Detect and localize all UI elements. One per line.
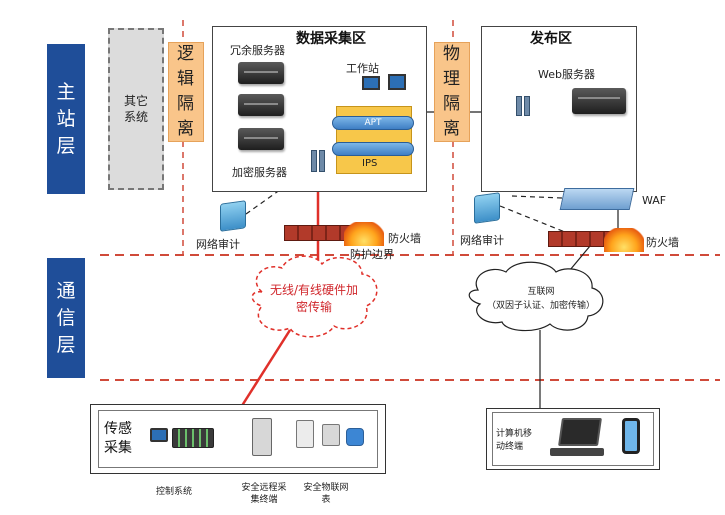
protection-boundary-label: 防护边界 bbox=[350, 248, 394, 261]
control-system-plc-icon bbox=[172, 428, 214, 448]
iot-meter-icon-2 bbox=[322, 424, 340, 446]
secure-iot-meter-label: 安全物联网表 bbox=[303, 483, 349, 505]
workstation-monitor-icon-2 bbox=[388, 74, 406, 90]
redundant-server-3 bbox=[238, 128, 284, 150]
control-system-label: 控制系统 bbox=[156, 487, 193, 497]
physical-isolation-device-icon-2 bbox=[524, 96, 530, 116]
internet-note-label: （双因子认证、加密传输） bbox=[486, 301, 595, 311]
secure-remote-terminal-icon bbox=[252, 418, 272, 456]
network-audit-label-right: 网络审计 bbox=[460, 234, 504, 247]
internet-label: 互联网 bbox=[527, 287, 555, 297]
logical-isolation-box: 逻辑隔离 bbox=[168, 42, 204, 142]
firewall-flame-right bbox=[604, 228, 644, 252]
firewall-label-left: 防火墙 bbox=[388, 232, 421, 245]
wired-wireless-transmission-label: 无线/有线硬件加密传输 bbox=[269, 283, 359, 314]
encryption-server-icon bbox=[311, 150, 317, 172]
workstation-label: 工作站 bbox=[346, 62, 379, 75]
control-system-monitor-icon bbox=[150, 428, 168, 442]
redundant-server-label: 冗余服务器 bbox=[230, 44, 285, 57]
internet-cloud bbox=[468, 261, 604, 332]
other-systems-box: 其它系统 bbox=[108, 28, 164, 190]
encryption-server-icon-2 bbox=[319, 150, 325, 172]
encryption-server-label: 加密服务器 bbox=[232, 166, 287, 179]
apt-device: APT bbox=[332, 116, 414, 130]
communication-layer-label: 通信层 bbox=[47, 258, 85, 378]
mobile-phone-icon bbox=[622, 418, 640, 454]
ips-label: IPS bbox=[362, 158, 378, 169]
network-audit-label-left: 网络审计 bbox=[196, 238, 240, 251]
ips-device bbox=[332, 142, 414, 156]
laptop-icon bbox=[558, 418, 602, 446]
network-audit-icon-right bbox=[474, 192, 500, 224]
physical-isolation-box: 物理隔离 bbox=[434, 42, 470, 142]
physical-isolation-device-icon bbox=[516, 96, 522, 116]
workstation-monitor-icon bbox=[362, 76, 380, 90]
waf-device-icon bbox=[559, 188, 635, 210]
data-collection-zone-title: 数据采集区 bbox=[296, 31, 366, 47]
web-server-label: Web服务器 bbox=[538, 68, 595, 81]
iot-meter-icon-1 bbox=[296, 420, 314, 448]
waf-label: WAF bbox=[642, 194, 667, 207]
redundant-server-2 bbox=[238, 94, 284, 116]
network-audit-icon-left bbox=[220, 200, 246, 232]
wired-wireless-cloud bbox=[251, 255, 378, 338]
iot-meter-icon-3 bbox=[346, 428, 364, 446]
encrypted-link-lower bbox=[236, 329, 292, 413]
firewall-label-right: 防火墙 bbox=[646, 236, 679, 249]
redundant-server-1 bbox=[238, 62, 284, 84]
sensing-collection-label: 传感采集 bbox=[104, 421, 132, 456]
laptop-base-icon bbox=[550, 448, 604, 456]
publish-zone-title: 发布区 bbox=[530, 31, 572, 47]
firewall-flame-left bbox=[344, 222, 384, 246]
main-station-layer-label: 主站层 bbox=[47, 44, 85, 194]
computer-mobile-terminal-label: 计算机移动终端 bbox=[496, 429, 533, 452]
secure-remote-terminal-label: 安全远程采集终端 bbox=[241, 483, 287, 505]
web-server-icon bbox=[572, 88, 626, 114]
